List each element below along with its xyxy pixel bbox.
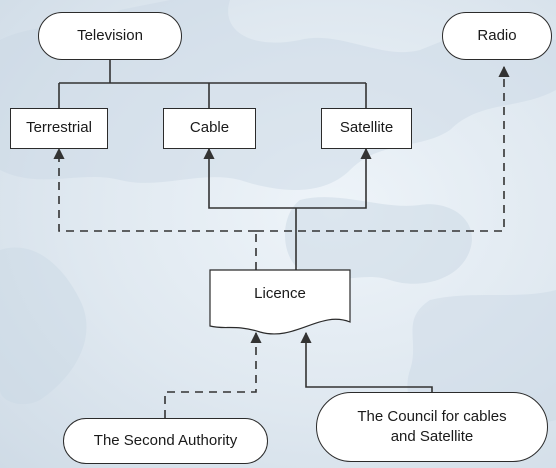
- node-second-authority: The Second Authority: [63, 418, 268, 464]
- node-cable: Cable: [163, 108, 256, 149]
- node-council: The Council for cables and Satellite: [316, 392, 548, 462]
- node-label: Cable: [189, 119, 230, 137]
- connector-licence-radio: [256, 65, 510, 232]
- node-label: Licence: [254, 284, 306, 302]
- node-satellite: Satellite: [321, 108, 412, 149]
- node-label: The Second Authority: [93, 431, 238, 449]
- licence-document-shape: [209, 269, 351, 335]
- node-terrestrial: Terrestrial: [10, 108, 108, 149]
- node-label: Radio: [477, 26, 517, 44]
- connector-licence-satellite: [296, 147, 372, 209]
- node-radio: Radio: [442, 12, 552, 60]
- node-label: The Council for cables and Satellite: [357, 407, 507, 445]
- connector-council-licence: [300, 331, 433, 392]
- connector-licence-cable: [203, 147, 296, 209]
- connector-second-authority-licence: [164, 331, 262, 418]
- node-licence: Licence: [210, 272, 350, 316]
- node-label: Terrestrial: [26, 119, 92, 137]
- node-label: Television: [77, 26, 143, 44]
- node-label: Satellite: [339, 119, 394, 137]
- node-television: Television: [38, 12, 182, 60]
- connector-licence-terrestrial: [53, 147, 256, 232]
